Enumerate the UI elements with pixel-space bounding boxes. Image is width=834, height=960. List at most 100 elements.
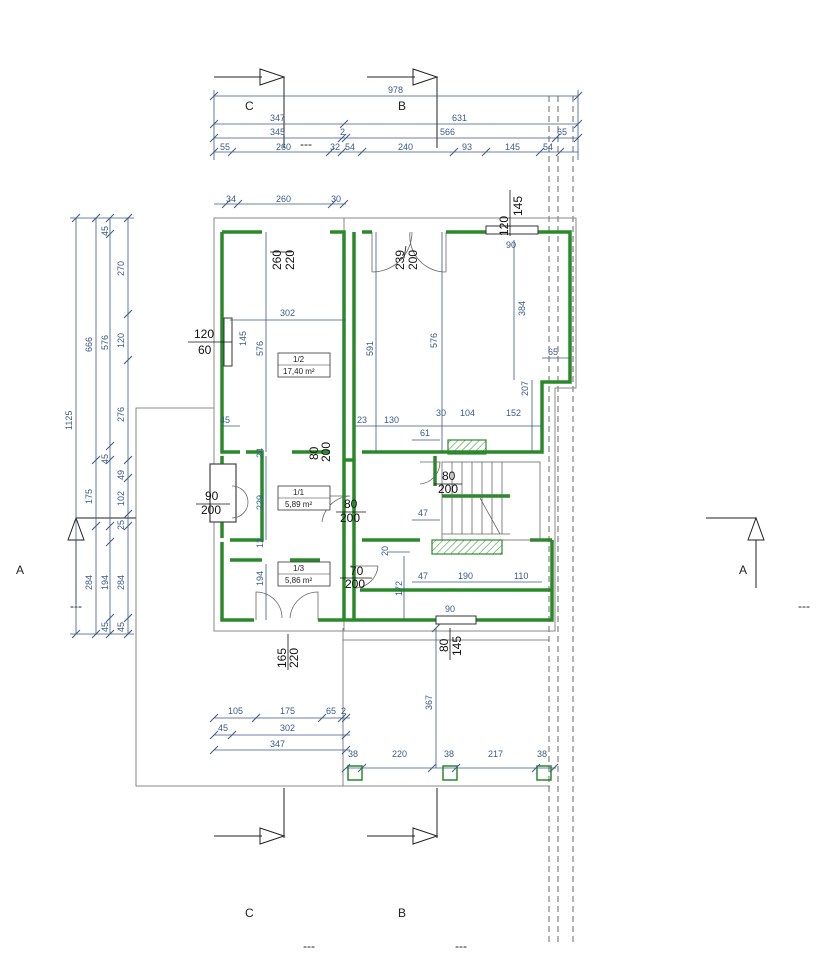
dash-mark: ---: [798, 599, 810, 613]
dim-2b: 2: [341, 706, 346, 716]
dim-978: 978: [388, 85, 403, 95]
dash-mark: ---: [303, 939, 315, 953]
interior-dimension-lines: [222, 232, 570, 620]
dim-566: 566: [440, 127, 455, 137]
dim-302b: 302: [280, 723, 295, 733]
opening-260-220-top: 260: [270, 250, 284, 270]
dim-54b: 54: [543, 142, 553, 152]
room-label-1-1: 1/1 5,89 m²: [277, 485, 331, 511]
dim-45-4: 45: [116, 622, 126, 632]
dim-631: 631: [452, 113, 467, 123]
room-area: 17,40 m²: [283, 367, 315, 376]
opening-80-c: 80: [344, 497, 358, 511]
door-swing: [409, 231, 447, 273]
dash-mark: ---: [455, 939, 467, 953]
opening-200-b: 200: [438, 482, 458, 496]
section-label-c-bottom: C: [245, 906, 254, 920]
dim-152: 152: [506, 408, 521, 418]
staircase: [441, 461, 541, 541]
section-arrow-c-bottom: [214, 788, 286, 845]
dim-260: 260: [276, 142, 291, 152]
window: [485, 225, 539, 235]
column: [536, 765, 552, 781]
dim-217: 217: [488, 749, 503, 759]
room-label-1-3: 1/3 5,86 m²: [277, 561, 331, 587]
door-swing: [320, 495, 351, 523]
dim-45-1: 45: [100, 226, 110, 236]
dim-38c: 38: [537, 749, 547, 759]
dim-576: 576: [100, 335, 110, 350]
dim-34: 34: [226, 194, 236, 204]
dim-12: 12: [255, 538, 265, 548]
section-label-b-bottom: B: [398, 906, 406, 920]
dim-145: 145: [505, 142, 520, 152]
dim-47-b: 47: [418, 571, 428, 581]
dash-mark: ---: [300, 137, 312, 151]
opening-120-left: 120: [194, 327, 214, 341]
left-dimension-chains: [70, 213, 134, 639]
building-outline-right: [344, 217, 577, 632]
dim-93: 93: [462, 142, 472, 152]
section-arrow-c-top: [214, 68, 286, 148]
section-arrow-b-bottom: [367, 788, 439, 845]
dim-65b: 65: [326, 706, 336, 716]
dim-220: 220: [392, 749, 407, 759]
section-label-b-top: B: [398, 99, 406, 113]
room-area: 5,86 m²: [285, 576, 312, 585]
dim-20: 20: [380, 546, 390, 556]
dim-105: 105: [228, 706, 243, 716]
opening-260-220-bottom: 220: [283, 250, 297, 270]
opening-70: 70: [350, 564, 364, 578]
dim-104: 104: [460, 408, 475, 418]
dim-302: 302: [280, 308, 295, 318]
dim-45-int: 45: [220, 415, 230, 425]
walls: [220, 230, 572, 622]
opening-200-d: 200: [340, 511, 360, 525]
dim-194: 194: [100, 575, 110, 590]
dim-384: 384: [517, 301, 527, 316]
opening-80-d: 80: [437, 638, 451, 652]
dim-284b: 284: [116, 575, 126, 590]
section-label-a-right: A: [739, 563, 747, 577]
window: [435, 615, 477, 625]
dim-90-window: 90: [506, 240, 516, 250]
door-swing: [289, 591, 319, 620]
opening-90: 90: [205, 489, 219, 503]
dim-30-int: 30: [436, 408, 446, 418]
column: [347, 765, 363, 781]
dim-367: 367: [424, 695, 434, 710]
dim-25: 25: [116, 520, 126, 530]
dim-45-3: 45: [100, 622, 110, 632]
chimney-block: [447, 439, 487, 455]
door-swing: [350, 565, 379, 589]
door-swing: [255, 591, 283, 620]
opening-165: 165: [275, 648, 289, 668]
dim-110: 110: [514, 571, 528, 581]
room-id: 1/1: [293, 488, 305, 497]
opening-145-b: 145: [450, 636, 464, 656]
dim-260b: 260: [276, 194, 291, 204]
dim-120: 120: [116, 333, 126, 348]
dim-194-int: 194: [255, 571, 265, 586]
opening-220: 220: [287, 648, 301, 668]
dim-576-int-b: 576: [429, 333, 439, 348]
dim-38a: 38: [348, 749, 358, 759]
dim-23: 23: [357, 415, 367, 425]
dim-175b: 175: [280, 706, 295, 716]
opening-120: 120: [497, 216, 511, 236]
dim-55: 55: [220, 142, 230, 152]
room-area: 5,89 m²: [285, 500, 312, 509]
dim-45-2: 45: [100, 454, 110, 464]
chimney-block: [431, 539, 503, 555]
dim-666: 666: [84, 337, 94, 352]
opening-200-a: 200: [319, 442, 333, 462]
room-id: 1/3: [293, 564, 305, 573]
top-dimension-chains: [209, 90, 583, 209]
dim-65-int: 65: [548, 347, 558, 357]
dim-576-int-a: 576: [255, 341, 265, 356]
dim-47-a: 47: [418, 508, 428, 518]
opening-200-e: 200: [345, 577, 365, 591]
dim-347b: 347: [270, 739, 285, 749]
dim-24: 24: [255, 448, 265, 458]
